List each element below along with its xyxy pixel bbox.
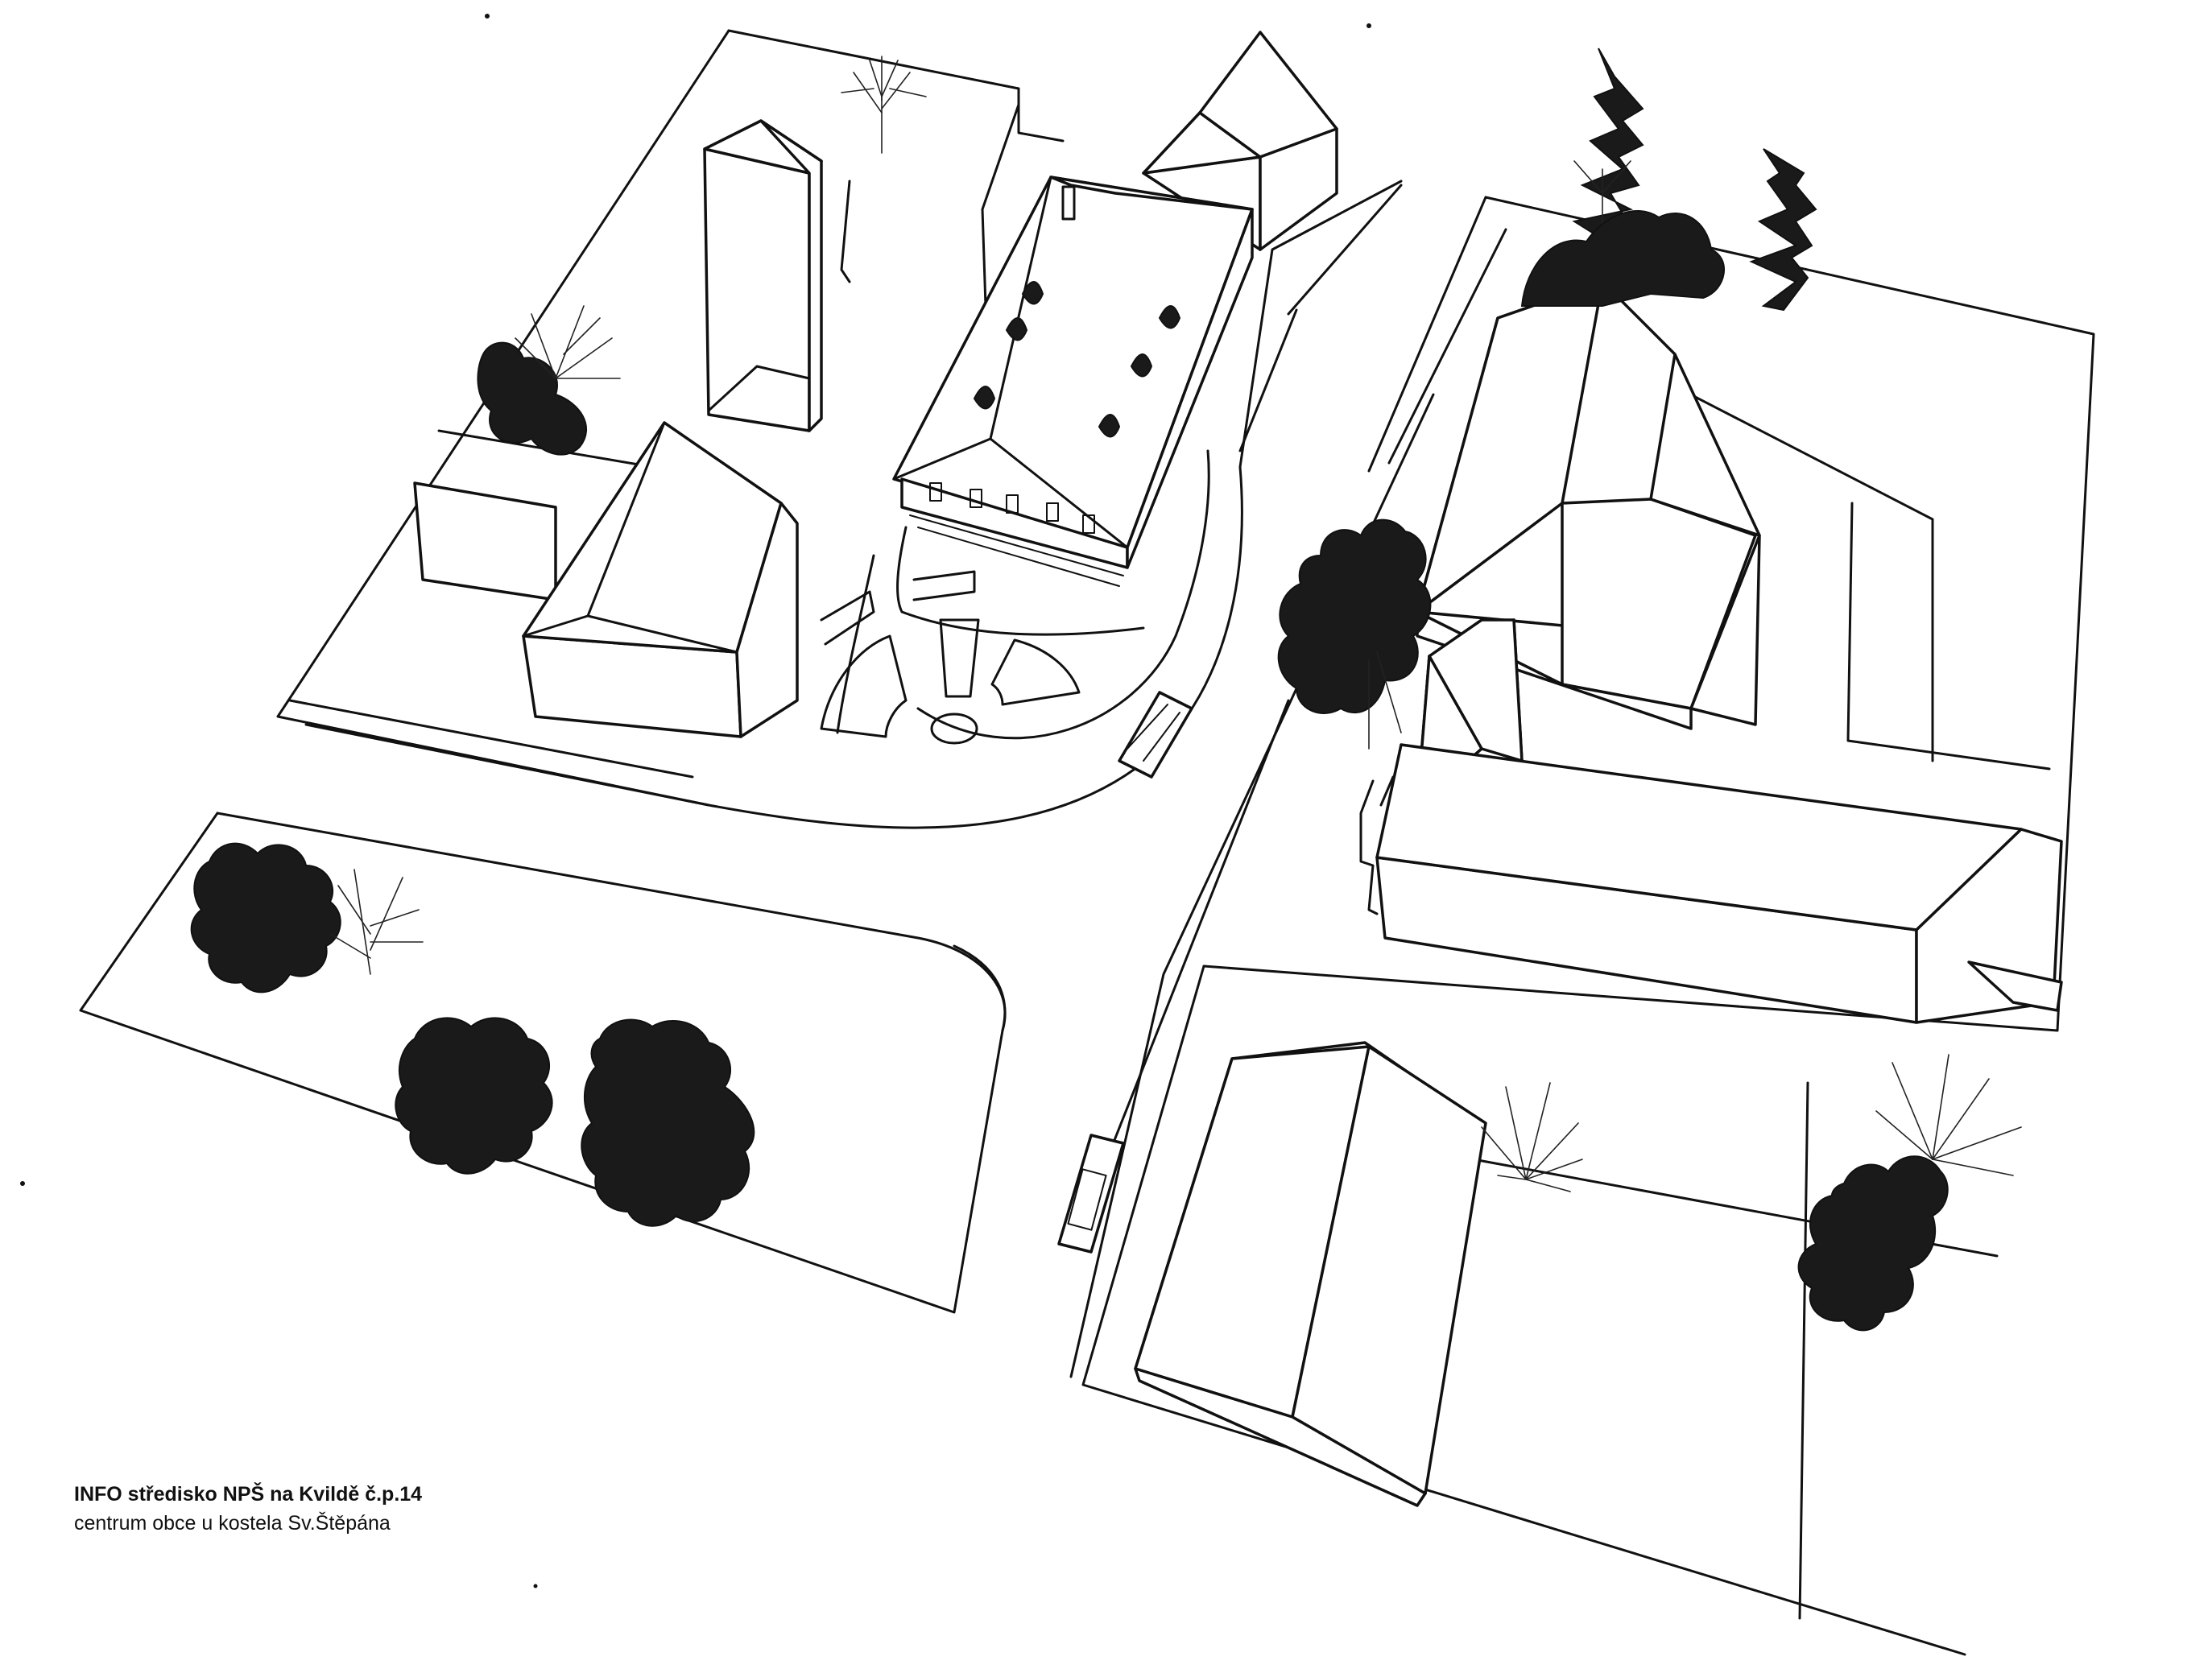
car-lower bbox=[1057, 1134, 1125, 1254]
building-house-left bbox=[413, 421, 799, 738]
plot-right-upper-back-fence-2 bbox=[1846, 502, 2051, 770]
specks bbox=[20, 14, 1371, 1588]
building-house-right-lower bbox=[1134, 1041, 1487, 1507]
road-curve-inner bbox=[916, 449, 1210, 740]
car-upper bbox=[1118, 691, 1193, 779]
buildings bbox=[413, 31, 2063, 1507]
tree-left-cluster bbox=[477, 305, 621, 456]
bare-tree-top bbox=[841, 56, 927, 154]
tree-road-church bbox=[1277, 518, 1432, 750]
conifer-short-top-right bbox=[1749, 148, 1817, 312]
building-info-centre bbox=[892, 176, 1254, 587]
plot-top-left-road-edge bbox=[1238, 180, 1403, 469]
bare-tree-bottom-left bbox=[329, 869, 424, 975]
chimney bbox=[1061, 185, 1076, 221]
plot-right-upper-road-edge bbox=[1367, 196, 1487, 473]
plot-right-lower-boundary bbox=[1081, 965, 1966, 1656]
tree-right-lower-cluster bbox=[1797, 1054, 2022, 1332]
plaza bbox=[820, 526, 1145, 745]
plot-bottom-left bbox=[79, 812, 1004, 1314]
plaza-fountain bbox=[930, 713, 978, 745]
tree-bottom-center-b bbox=[581, 1018, 755, 1227]
building-church bbox=[1359, 618, 2063, 1024]
tree-bottom-center-a bbox=[395, 1017, 553, 1175]
plot-top-left-inner-path bbox=[840, 180, 851, 283]
caption-subtitle: centrum obce u kostela Sv.Štěpána bbox=[74, 1512, 391, 1535]
bush-behind-house-right bbox=[1520, 209, 1725, 307]
plot-top-left-right-edge bbox=[1017, 87, 1065, 143]
bare-tree-right-lower bbox=[1481, 1082, 1583, 1192]
plot-top-left-upper-edge bbox=[727, 29, 1020, 90]
facade-windows bbox=[929, 482, 1095, 534]
trees bbox=[190, 48, 2022, 1332]
plot-right-upper-road-edge-2 bbox=[1387, 228, 1507, 465]
road-right-of-church bbox=[1238, 308, 1298, 452]
plot-right-upper-back-fence bbox=[1673, 385, 1934, 762]
road-right-of-church-2 bbox=[1287, 184, 1403, 316]
plot-top-left-lower-line bbox=[288, 699, 694, 779]
caption: INFO středisko NPŠ na Kvildě č.p.14 cent… bbox=[74, 1480, 799, 1538]
plot-top-left-lower-line-2 bbox=[304, 723, 710, 807]
plot-right-lower-inner bbox=[1798, 1081, 1809, 1620]
caption-title: INFO středisko NPŠ na Kvildě č.p.14 bbox=[74, 1483, 423, 1506]
plot-bottom-left-curve-inner bbox=[953, 944, 1007, 1032]
roof-dormers bbox=[973, 281, 1181, 438]
building-long-barn bbox=[703, 119, 823, 432]
tree-bottom-left-a bbox=[190, 842, 341, 993]
